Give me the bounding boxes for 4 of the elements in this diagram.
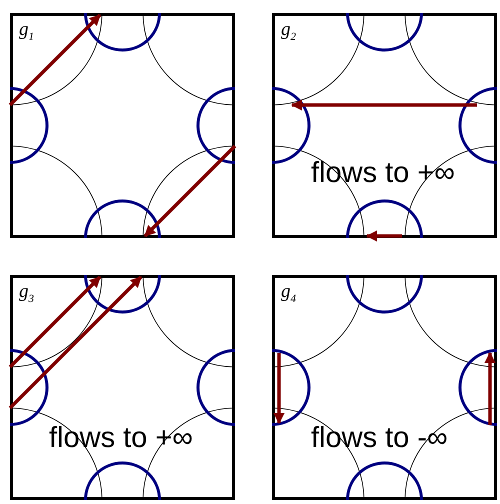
panel-label: g$_{3}$ — [19, 282, 34, 305]
panel-label: g$_{1}$ — [19, 20, 34, 43]
panel-label: g$_{4}$ — [281, 282, 296, 305]
panel-label: g$_{2}$ — [281, 20, 296, 43]
